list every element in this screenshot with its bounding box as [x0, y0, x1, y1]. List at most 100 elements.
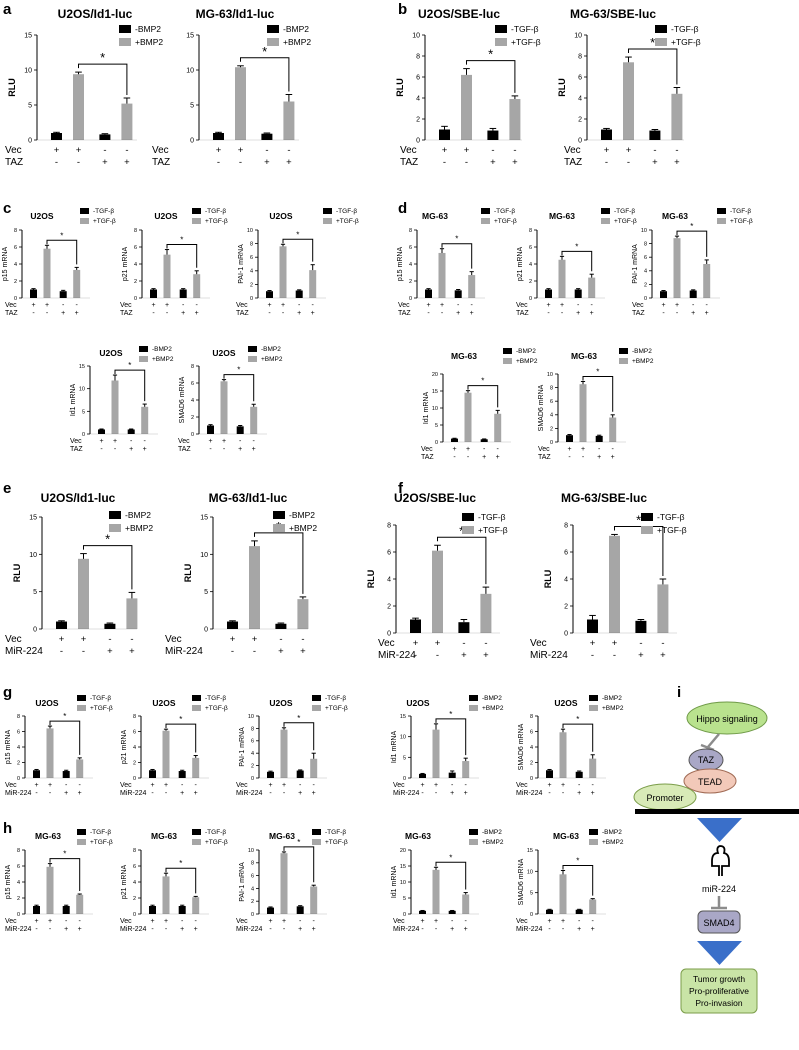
condition-label: MiR-224 [5, 926, 32, 933]
y-axis-label: p15 mRNA [2, 247, 9, 282]
condition-sign: + [286, 157, 292, 168]
y-tick-label: 8 [133, 714, 136, 720]
bar [76, 759, 84, 778]
condition-sign: - [35, 926, 38, 933]
legend-swatch [503, 348, 512, 354]
chart-title: MG-63 [571, 351, 597, 361]
bar [673, 238, 681, 298]
condition-sign: - [483, 446, 486, 453]
legend-swatch [77, 705, 86, 711]
y-axis-label: SMAD6 mRNA [538, 384, 545, 431]
condition-label: Vec [120, 782, 132, 789]
hippo-inhibition-line [707, 733, 720, 748]
y-tick-label: 4 [564, 576, 568, 583]
condition-sign: - [639, 638, 642, 649]
y-tick-label: 10 [24, 67, 32, 74]
condition-sign: + [150, 782, 154, 789]
bar [213, 133, 224, 140]
condition-sign: + [151, 302, 155, 309]
chart-title: U2OS [35, 698, 58, 708]
y-axis-label: SMAD6 mRNA [518, 723, 525, 770]
panel-letter-f: f [398, 480, 404, 497]
condition-sign: - [414, 650, 417, 661]
significance-star: * [576, 715, 579, 724]
condition-sign: - [443, 157, 446, 168]
y-tick-label: 0 [190, 137, 194, 144]
y-tick-label: 4 [644, 269, 647, 275]
condition-sign: + [238, 446, 242, 453]
bar [559, 874, 567, 914]
panel-letter-h: h [3, 820, 12, 837]
condition-sign: - [165, 926, 168, 933]
condition-label: MiR-224 [120, 926, 147, 933]
y-tick-label: 8 [251, 861, 254, 867]
legend-label: -BMP2 [125, 510, 151, 520]
y-tick-label: 20 [400, 848, 406, 854]
condition-sign: - [269, 926, 272, 933]
y-tick-label: 4 [133, 880, 136, 886]
condition-sign: + [561, 782, 565, 789]
bar [73, 269, 81, 298]
legend-label: +BMP2 [283, 37, 311, 47]
condition-sign: - [49, 926, 52, 933]
condition-sign: - [299, 918, 302, 925]
condition-sign: - [282, 310, 285, 317]
significance-bracket [83, 545, 133, 590]
significance-bracket [78, 63, 128, 95]
bar [480, 593, 492, 633]
y-tick-label: 2 [14, 279, 17, 285]
condition-sign: + [420, 782, 424, 789]
condition-label: TAZ [236, 310, 249, 317]
condition-label: Vec [538, 446, 550, 453]
condition-sign: - [62, 302, 65, 309]
y-tick-label: 4 [251, 886, 254, 892]
significance-bracket [561, 250, 593, 272]
bar [62, 906, 70, 914]
condition-sign: - [465, 918, 468, 925]
condition-label: TAZ [70, 446, 83, 453]
legend-label: +TGF-β [511, 37, 541, 47]
bar [703, 264, 711, 298]
bar [73, 74, 84, 140]
chart-a-1: MG-63/Id1-luc051015*-BMP2+BMP2Vec++--TAZ… [152, 7, 311, 168]
legend-swatch [619, 348, 628, 354]
y-tick-label: 10 [432, 406, 438, 412]
y-tick-label: 4 [578, 95, 582, 102]
condition-label: TAZ [5, 310, 18, 317]
significance-bracket [283, 846, 315, 883]
y-tick-label: 10 [527, 869, 533, 875]
condition-sign: + [164, 782, 168, 789]
condition-sign: + [124, 157, 130, 168]
condition-sign: + [298, 926, 302, 933]
condition-sign: + [230, 634, 236, 645]
chart-title: U2OS [152, 698, 175, 708]
bar [438, 252, 446, 298]
condition-label: Vec [516, 302, 528, 309]
y-axis-label: RLU [395, 78, 405, 97]
outcome-label: Pro-invasion [695, 998, 743, 1008]
condition-sign: - [55, 157, 58, 168]
y-tick-label: 10 [186, 67, 194, 74]
condition-sign: - [253, 438, 256, 445]
bar [98, 429, 105, 434]
condition-sign: + [278, 646, 284, 657]
condition-sign: - [421, 926, 424, 933]
condition-sign: + [440, 302, 444, 309]
chart-f-16: U2OS/SBE-luc02468RLU*-TGF-β+TGF-βVec++--… [366, 491, 508, 661]
condition-sign: + [597, 454, 601, 461]
condition-sign: + [78, 926, 82, 933]
legend-swatch [312, 695, 321, 701]
condition-sign: + [48, 918, 52, 925]
condition-label: Vec [70, 438, 82, 445]
condition-sign: - [301, 634, 304, 645]
legend-swatch [192, 705, 201, 711]
y-tick-label: 10 [547, 372, 553, 378]
condition-sign: - [462, 638, 465, 649]
legend-swatch [619, 358, 628, 364]
y-tick-label: 2 [550, 426, 553, 432]
bar [127, 429, 135, 434]
legend-swatch [248, 356, 257, 362]
